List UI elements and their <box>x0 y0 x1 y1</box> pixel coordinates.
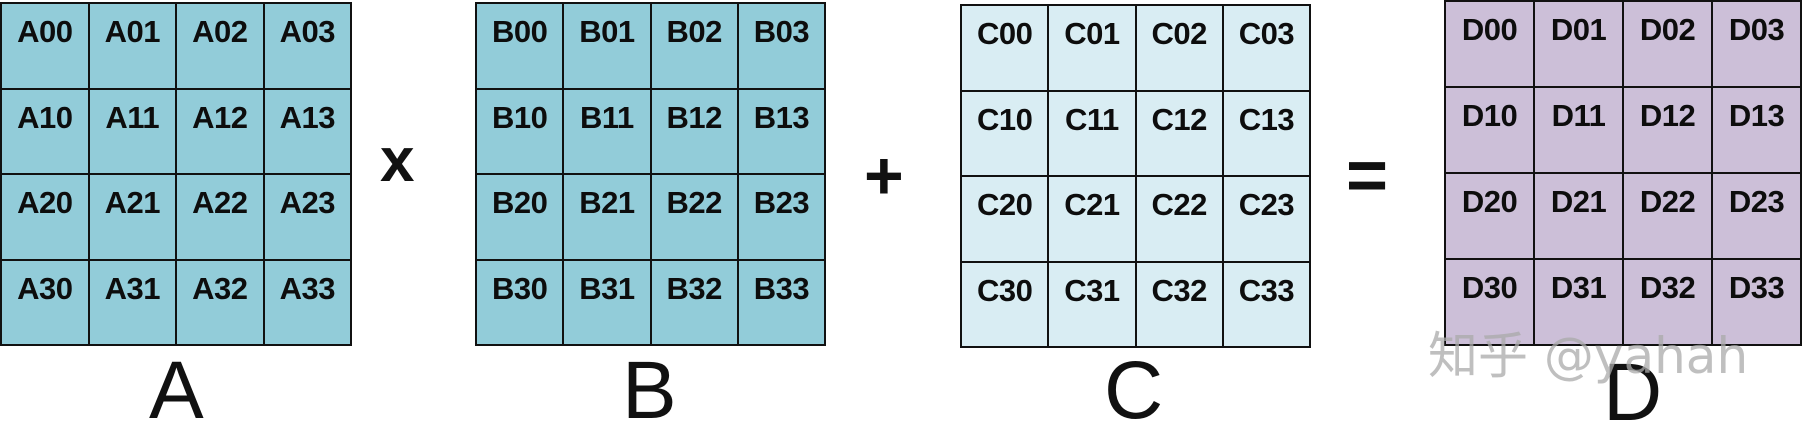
matrix-a-cell-00: A00 <box>1 3 89 89</box>
add-operator: + <box>864 138 904 214</box>
matrix-b-cell-02: B02 <box>650 3 738 89</box>
matrix-b-cell-33: B33 <box>737 259 825 345</box>
matrix-b-label: B <box>622 345 677 436</box>
matrix-b-cell-22: B22 <box>650 174 738 260</box>
matrix-a-cell-02: A02 <box>176 3 264 89</box>
matrix-d-cell-33: D33 <box>1712 259 1801 345</box>
matrix-d-cell-13: D13 <box>1712 87 1801 173</box>
matrix-c-cell-03: C03 <box>1222 5 1310 91</box>
matrix-d-cell-00: D00 <box>1445 1 1534 87</box>
matrix-a-cell-21: A21 <box>88 174 176 260</box>
matrix-b-cell-13: B13 <box>737 88 825 174</box>
matrix-b-cell-00: B00 <box>476 3 564 89</box>
matrix-a-label: A <box>149 345 204 436</box>
matrix-c-cell-31: C31 <box>1048 261 1136 347</box>
matrix-d-cell-03: D03 <box>1712 1 1801 87</box>
matrix-b-cell-32: B32 <box>650 259 738 345</box>
matrix-d-label: D <box>1603 347 1663 438</box>
matrix-d-cell-23: D23 <box>1712 173 1801 259</box>
matrix-c-cell-32: C32 <box>1135 261 1223 347</box>
matrix-a-cell-01: A01 <box>88 3 176 89</box>
matrix-b-cell-01: B01 <box>563 3 651 89</box>
matrix-d-cell-30: D30 <box>1445 259 1534 345</box>
matrix-a-cell-11: A11 <box>88 88 176 174</box>
matrix-d-cell-10: D10 <box>1445 87 1534 173</box>
matrix-a-cell-32: A32 <box>176 259 264 345</box>
equals-operator: = <box>1346 136 1389 216</box>
matrix-a-cell-31: A31 <box>88 259 176 345</box>
matrix-d-cell-11: D11 <box>1534 87 1623 173</box>
matrix-d-cell-21: D21 <box>1534 173 1623 259</box>
matrix-c-cell-13: C13 <box>1222 90 1310 176</box>
matrix-b-cell-21: B21 <box>563 174 651 260</box>
matrix-d-cell-12: D12 <box>1623 87 1712 173</box>
matrix-c-cell-11: C11 <box>1048 90 1136 176</box>
matrix-b-cell-31: B31 <box>563 259 651 345</box>
matrix-c-cell-12: C12 <box>1135 90 1223 176</box>
matrix-c-cell-21: C21 <box>1048 176 1136 262</box>
matrix-c-cell-30: C30 <box>961 261 1049 347</box>
matrix-b-cell-30: B30 <box>476 259 564 345</box>
matrix-b-cell-10: B10 <box>476 88 564 174</box>
matrix-c-cell-02: C02 <box>1135 5 1223 91</box>
matrix-c-cell-20: C20 <box>961 176 1049 262</box>
matrix-a-cell-03: A03 <box>263 3 351 89</box>
matrix-b-cell-11: B11 <box>563 88 651 174</box>
matrix-a-cell-23: A23 <box>263 174 351 260</box>
matrix-a-cell-22: A22 <box>176 174 264 260</box>
matrix-a-cell-10: A10 <box>1 88 89 174</box>
matrix-a-cell-30: A30 <box>1 259 89 345</box>
matrix-c-cell-10: C10 <box>961 90 1049 176</box>
matrix-c-label: C <box>1104 345 1164 436</box>
matrix-a-cell-33: A33 <box>263 259 351 345</box>
matrix-d-cell-32: D32 <box>1623 259 1712 345</box>
matrix-d-cell-31: D31 <box>1534 259 1623 345</box>
matrix-a-cell-12: A12 <box>176 88 264 174</box>
matrix-d-cell-02: D02 <box>1623 1 1712 87</box>
matrix-c-cell-22: C22 <box>1135 176 1223 262</box>
matrix-d-cell-01: D01 <box>1534 1 1623 87</box>
matrix-a-cell-13: A13 <box>263 88 351 174</box>
multiply-operator: x <box>380 126 415 195</box>
matrix-a-cell-20: A20 <box>1 174 89 260</box>
matrix-c-cell-23: C23 <box>1222 176 1310 262</box>
matrix-c-cell-01: C01 <box>1048 5 1136 91</box>
matrix-b-cell-03: B03 <box>737 3 825 89</box>
matrix-d-cell-22: D22 <box>1623 173 1712 259</box>
matrix-b-cell-12: B12 <box>650 88 738 174</box>
matrix-d-cell-20: D20 <box>1445 173 1534 259</box>
matrix-c-cell-00: C00 <box>961 5 1049 91</box>
matrix-b-cell-20: B20 <box>476 174 564 260</box>
matrix-c-cell-33: C33 <box>1222 261 1310 347</box>
matrix-b-cell-23: B23 <box>737 174 825 260</box>
watermark: 知乎 @yahah <box>1428 327 1749 385</box>
